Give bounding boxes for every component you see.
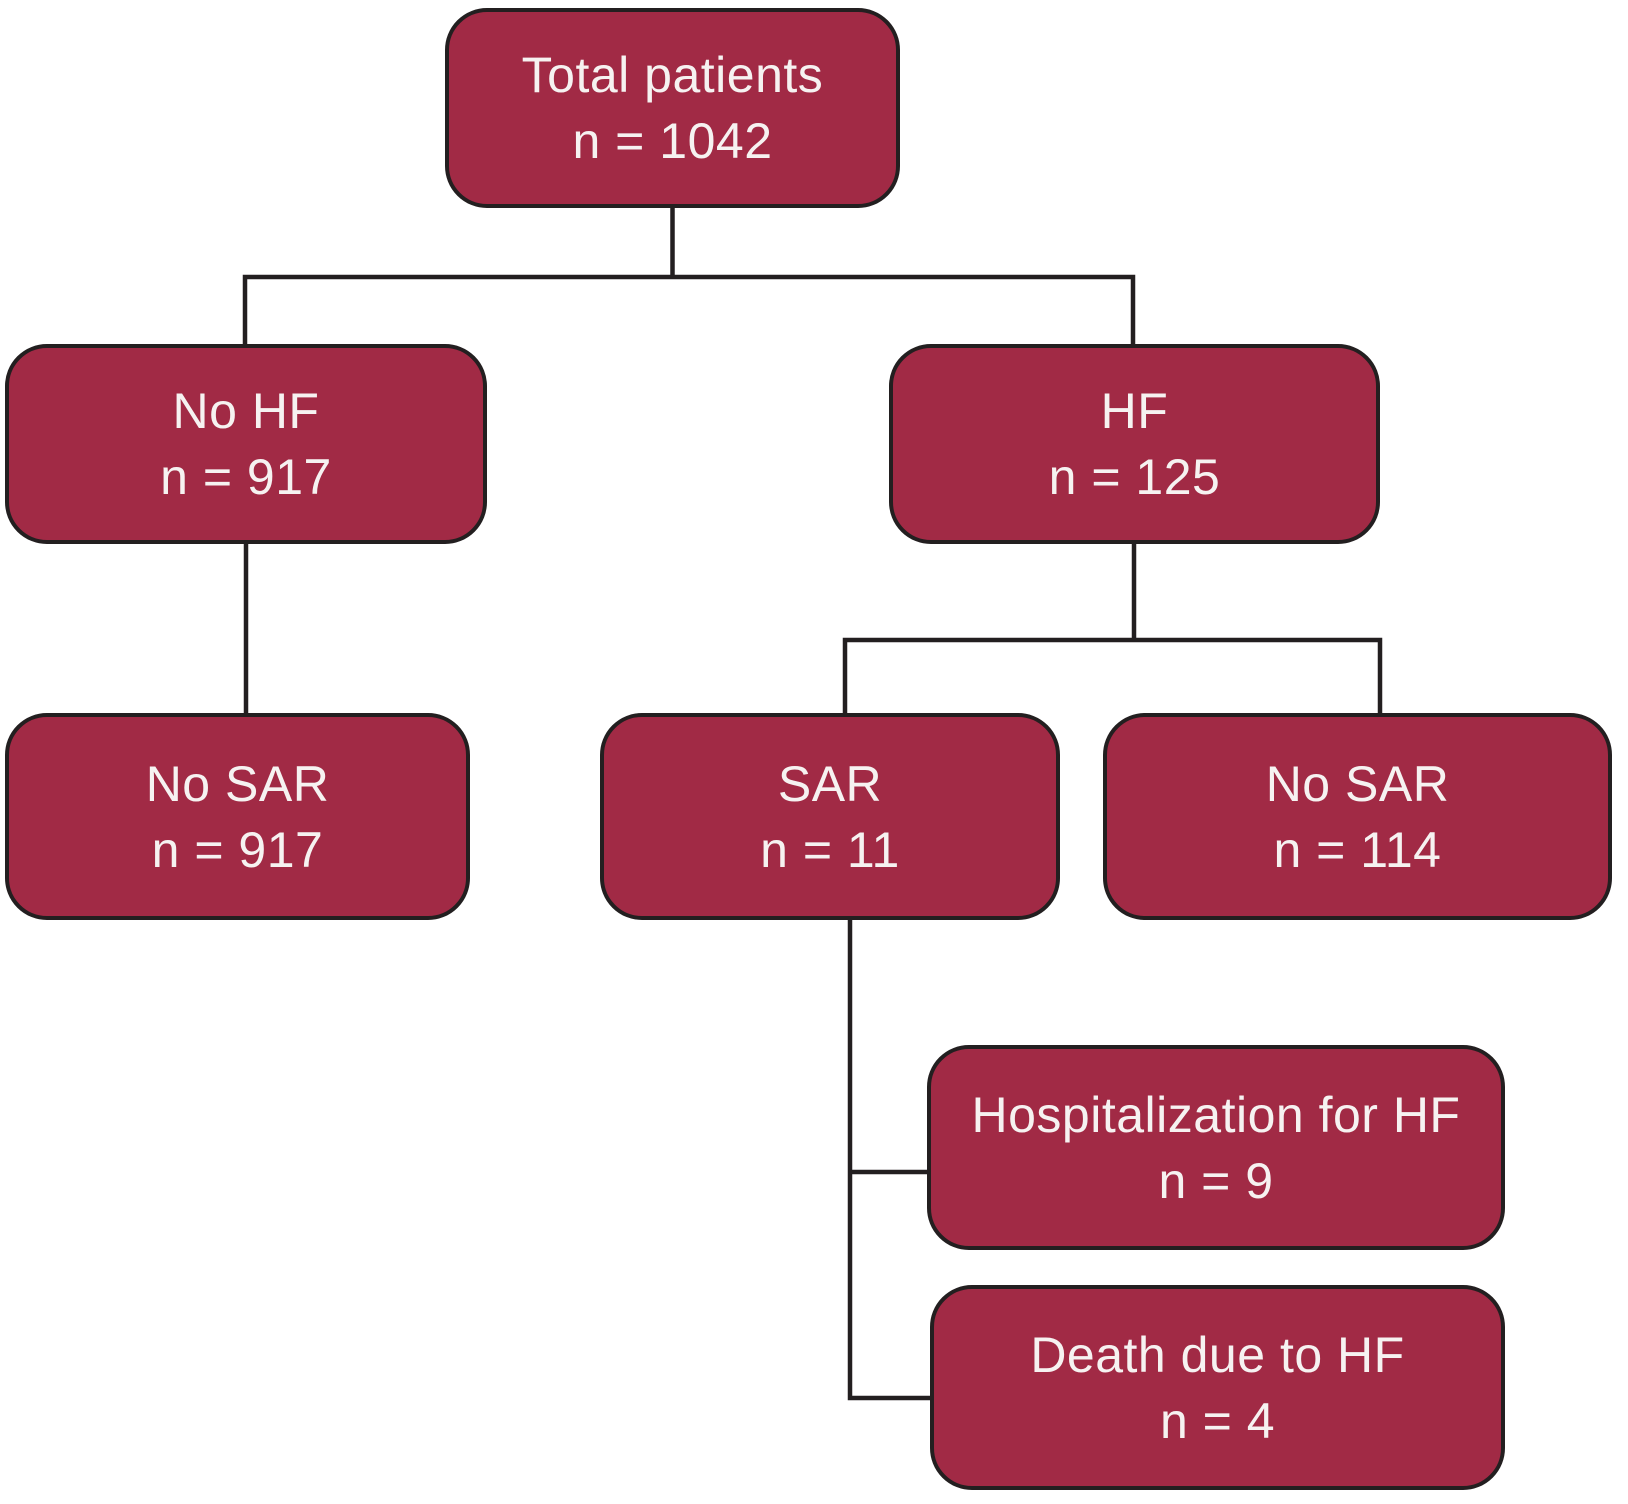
node-death-due-to-hf-count: n = 4 — [1159, 1392, 1276, 1449]
connector-total-split — [242, 274, 1136, 344]
node-hospitalization-for-hf-count: n = 9 — [1158, 1152, 1274, 1209]
node-sar-label: SAR — [777, 755, 883, 812]
node-total-patients: Total patients n = 1042 — [445, 8, 900, 208]
node-no-sar-right: No SAR n = 114 — [1103, 713, 1612, 920]
node-hospitalization-for-hf-label: Hospitalization for HF — [971, 1086, 1461, 1143]
node-no-sar-left: No SAR n = 917 — [5, 713, 470, 920]
node-sar-count: n = 11 — [760, 821, 900, 878]
node-no-hf-label: No HF — [172, 383, 320, 439]
node-no-sar-left-count: n = 917 — [151, 821, 324, 878]
node-hf-count: n = 125 — [1048, 449, 1221, 505]
node-death-due-to-hf: Death due to HF n = 4 — [930, 1285, 1505, 1490]
node-hf-label: HF — [1100, 383, 1169, 439]
node-no-sar-right-count: n = 114 — [1273, 821, 1442, 878]
node-total-patients-count: n = 1042 — [572, 113, 773, 169]
connector-sar-to-death — [847, 920, 930, 1401]
node-no-sar-left-label: No SAR — [145, 755, 330, 812]
node-death-due-to-hf-label: Death due to HF — [1030, 1326, 1405, 1383]
node-total-patients-label: Total patients — [521, 47, 824, 103]
node-no-hf-count: n = 917 — [160, 449, 332, 505]
connector-hf-split — [842, 637, 1383, 713]
node-no-sar-right-label: No SAR — [1265, 755, 1450, 812]
node-hf: HF n = 125 — [889, 344, 1380, 544]
node-sar: SAR n = 11 — [600, 713, 1060, 920]
node-hospitalization-for-hf: Hospitalization for HF n = 9 — [927, 1045, 1505, 1250]
node-no-hf: No HF n = 917 — [5, 344, 487, 544]
